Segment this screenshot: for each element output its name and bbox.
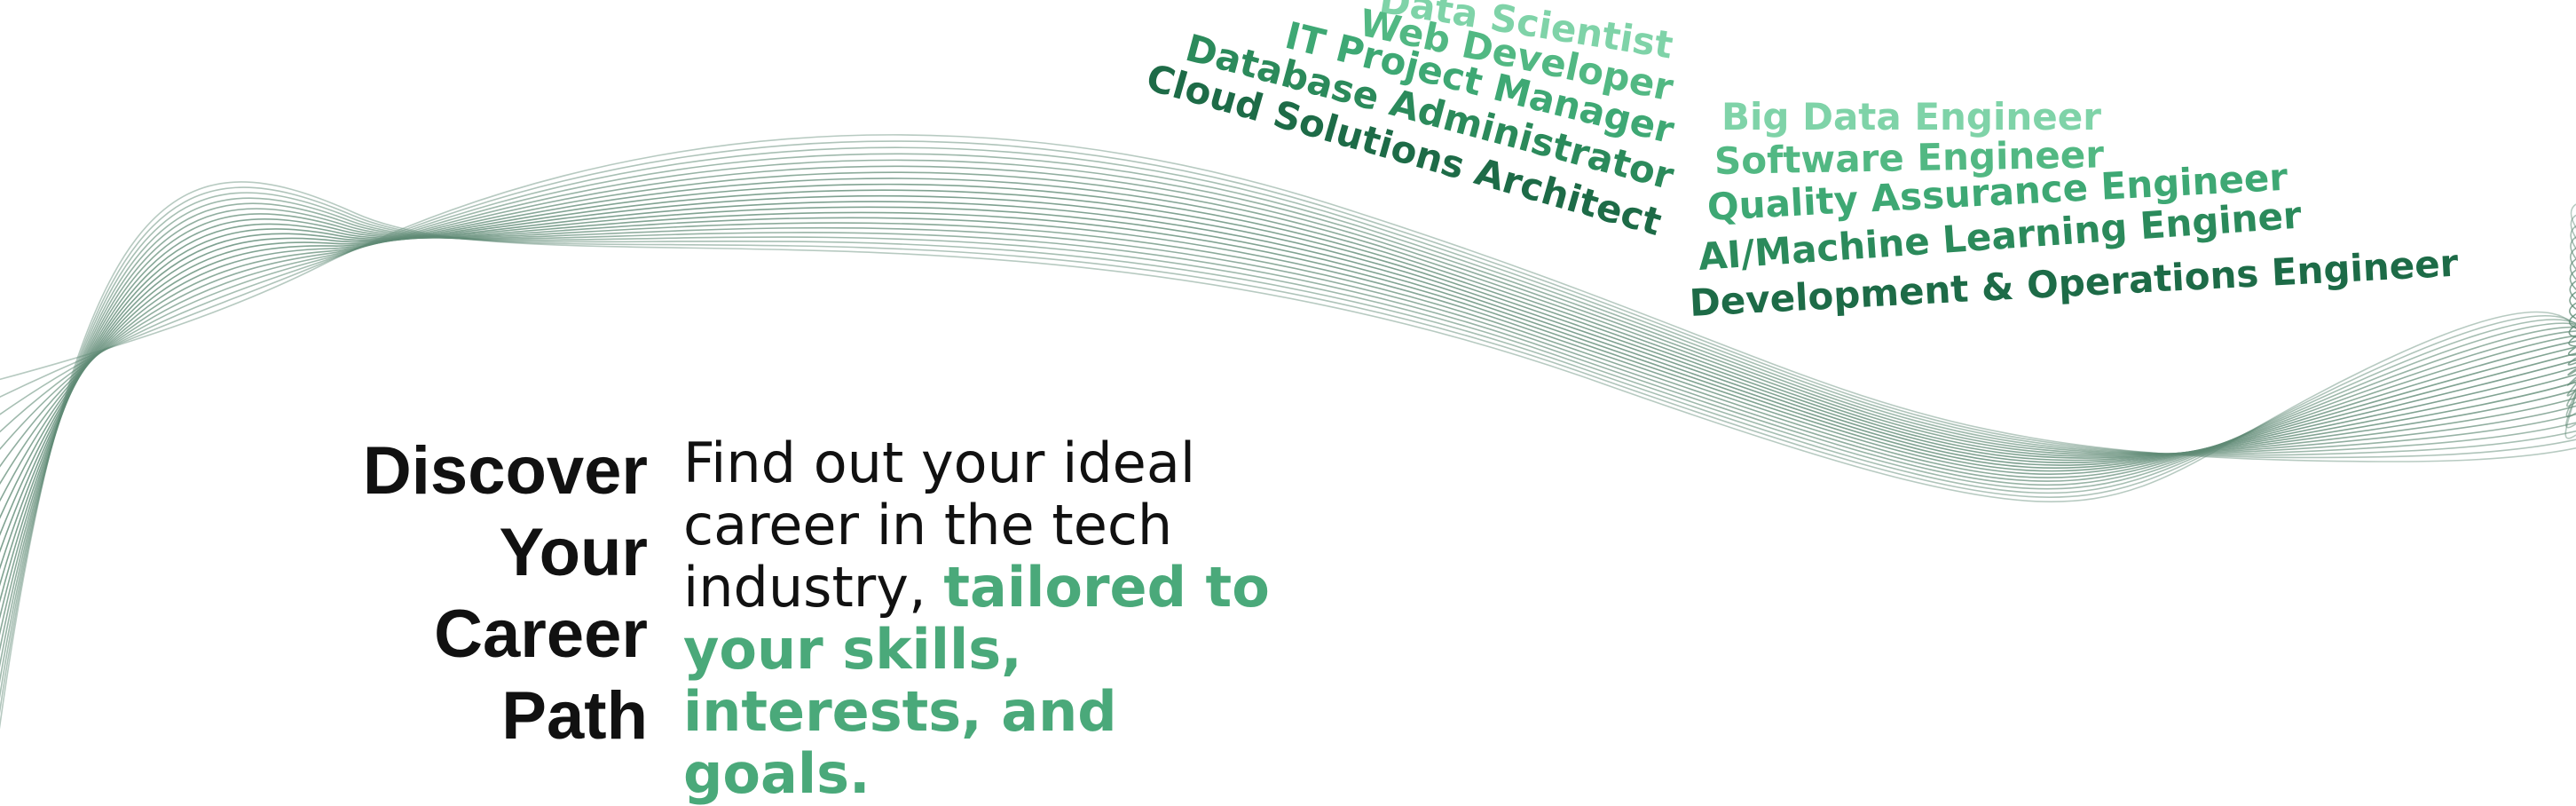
wave-line — [0, 153, 2576, 455]
wave-lines-decoration — [0, 134, 2576, 730]
title-line-discover: Discover — [362, 433, 648, 509]
wave-line — [0, 159, 2576, 454]
wave-line — [0, 194, 2576, 554]
wave-line — [0, 211, 2576, 604]
wave-line — [0, 146, 2576, 456]
title-line-path: Path — [501, 678, 648, 754]
title-line-career: Career — [434, 597, 648, 672]
wave-line — [0, 181, 2576, 730]
wave-line — [0, 213, 2576, 636]
wave-line — [0, 217, 2576, 620]
wave-line — [0, 183, 2576, 519]
tagline: Find out your ideal career in the tech i… — [683, 432, 1322, 805]
wave-line — [0, 201, 2576, 571]
wave-line — [0, 186, 2576, 715]
wave-line — [0, 189, 2576, 537]
wave-line — [0, 192, 2576, 699]
wave-line — [0, 197, 2576, 684]
role-big-data-engineer: Big Data Engineer — [1721, 95, 2101, 138]
wave-line — [0, 206, 2576, 587]
title-line-your: Your — [499, 515, 648, 590]
wave-line — [0, 202, 2576, 668]
tagline-plain: Find out your ideal career in the tech i… — [683, 431, 1196, 620]
page-title: Discover Your Career Path — [266, 431, 648, 757]
wave-line — [0, 171, 2576, 486]
wave-line — [0, 178, 2576, 502]
wave-line — [0, 165, 2576, 468]
wave-line — [0, 208, 2576, 652]
wave-line — [0, 140, 2576, 459]
wave-line — [0, 134, 2576, 462]
